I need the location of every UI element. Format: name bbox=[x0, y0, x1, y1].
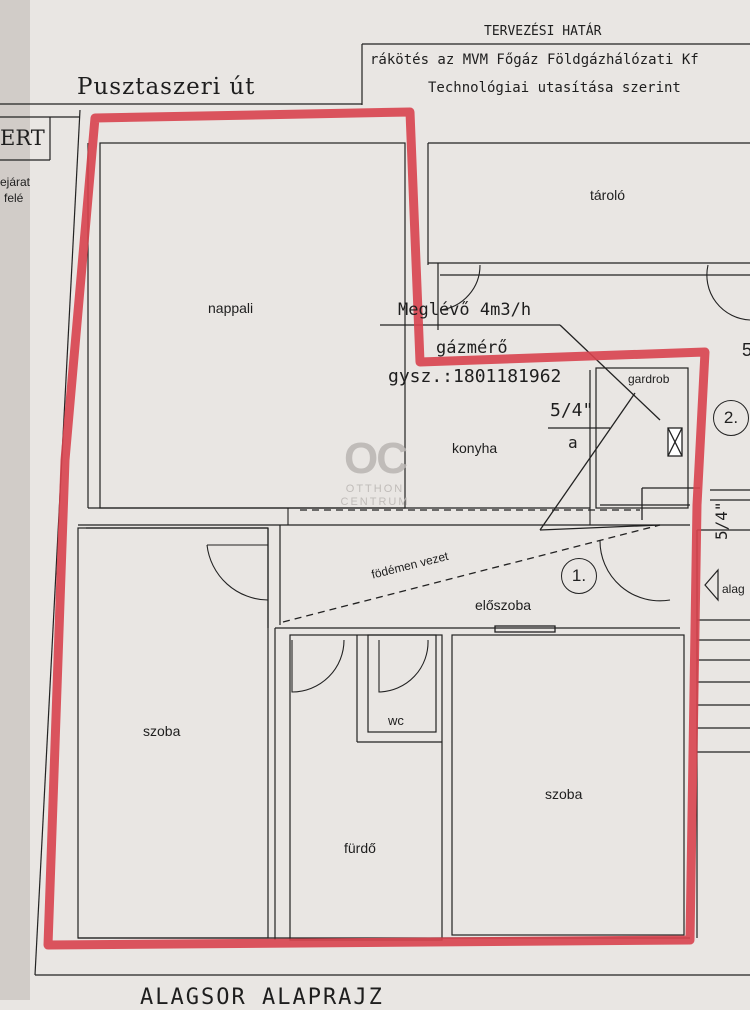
room-wc: wc bbox=[388, 713, 404, 728]
room-szoba-left: szoba bbox=[143, 723, 181, 739]
design-boundary-title: TERVEZÉSI HATÁR bbox=[484, 24, 602, 39]
room-gardrob: gardrob bbox=[628, 372, 670, 386]
direction-label: felé bbox=[4, 191, 24, 205]
floor-plan-title: ALAGSOR ALAPRAJZ bbox=[140, 985, 384, 1010]
entrance-label: ejárat bbox=[0, 175, 31, 189]
left-edge-label: ERT bbox=[0, 126, 45, 150]
design-boundary-box bbox=[361, 43, 750, 105]
right-pipe-size: 5/4" bbox=[712, 501, 731, 540]
right-alag-label: alag bbox=[722, 582, 745, 596]
connection-note: rákötés az MVM Főgáz Földgázhálózati Kf bbox=[370, 52, 699, 68]
ceiling-pipe bbox=[282, 509, 661, 623]
marker-one: 1. bbox=[561, 558, 597, 594]
pipe-letter-label: a bbox=[568, 433, 578, 452]
logo-line1: OTTHON bbox=[345, 483, 405, 495]
gas-meter-title: gázmérő bbox=[436, 338, 508, 358]
gas-meter-capacity: Meglévő 4m3/h bbox=[398, 300, 532, 320]
logo-mark: OC bbox=[344, 434, 408, 483]
marker-right-five: 5 bbox=[742, 340, 750, 360]
room-konyha: konyha bbox=[452, 440, 498, 456]
otthon-centrum-logo: OC OTTHON CENTRUM bbox=[335, 435, 415, 509]
room-nappali: nappali bbox=[208, 300, 254, 316]
logo-line2: CENTRUM bbox=[340, 496, 410, 508]
room-furdo: fürdő bbox=[344, 840, 376, 856]
street-name: Pusztaszeri út bbox=[77, 74, 256, 100]
room-eloszoba: előszoba bbox=[475, 597, 532, 613]
site-frame bbox=[0, 103, 750, 976]
gas-meter-serial: gysz.:1801181962 bbox=[388, 366, 562, 387]
doors bbox=[206, 264, 750, 693]
room-szoba-right: szoba bbox=[545, 786, 583, 802]
property-boundary bbox=[43, 107, 710, 950]
technology-note: Technológiai utasítása szerint bbox=[428, 80, 681, 96]
marker-two: 2. bbox=[713, 400, 749, 436]
pipe-size-label: 5/4" bbox=[550, 400, 594, 421]
gas-leader-lines bbox=[380, 324, 750, 633]
room-tarolo: tároló bbox=[590, 187, 626, 203]
